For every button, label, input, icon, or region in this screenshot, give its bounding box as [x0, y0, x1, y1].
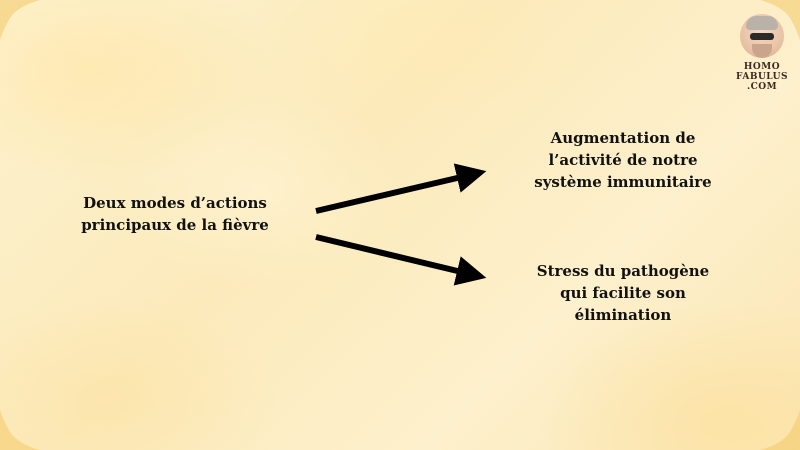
logo-line-2: FABULUS [736, 72, 788, 82]
arrow-to-top [315, 163, 487, 214]
target-node-immune: Augmentation de l’activité de notre syst… [534, 129, 712, 191]
logo-line-1: HOMO [743, 62, 781, 72]
avatar-icon [740, 14, 784, 58]
logo-text: HOMO FABULUS .COM [730, 62, 794, 92]
logo-line-3: .COM [746, 82, 778, 92]
corner-ornament [0, 410, 40, 450]
source-node: Deux modes d’actions principaux de la fi… [81, 194, 269, 234]
brand-logo[interactable]: HOMO FABULUS .COM [730, 14, 794, 92]
corner-ornament [760, 0, 800, 40]
target-node-pathogen: Stress du pathogène qui facilite son éli… [536, 262, 710, 324]
corner-ornament [0, 0, 40, 40]
corner-ornament [760, 410, 800, 450]
arrow-to-bottom [315, 234, 487, 286]
